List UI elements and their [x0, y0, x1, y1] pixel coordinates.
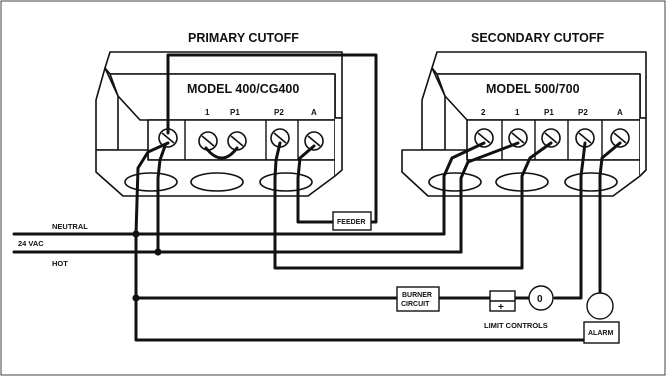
- limit-zero-symbol: 0: [537, 294, 543, 305]
- primary-model: MODEL 400/CG400: [187, 82, 299, 96]
- burner-circuit-box: [396, 286, 440, 312]
- primary-terminal-label: P2: [274, 108, 284, 117]
- primary-terminal-dividers: [184, 120, 299, 160]
- junction-dots: [132, 230, 162, 302]
- limit-controls-label: LIMIT CONTROLS: [484, 321, 548, 330]
- alarm-bell-icon: [586, 292, 614, 320]
- secondary-screws: [474, 128, 630, 148]
- primary-knockouts: [124, 172, 313, 192]
- neutral-label: NEUTRAL: [52, 222, 88, 231]
- wires: [12, 53, 622, 342]
- secondary-terminal-label: P2: [578, 108, 588, 117]
- limit-plus-symbol: +: [498, 302, 504, 313]
- secondary-terminal-label: P1: [544, 108, 554, 117]
- voltage-label: 24 VAC: [18, 239, 44, 248]
- secondary-heading: SECONDARY CUTOFF: [471, 31, 604, 45]
- limit-control-zero: [528, 285, 554, 311]
- alarm-label: ALARM: [588, 330, 613, 337]
- primary-terminal-label: A: [311, 108, 317, 117]
- secondary-terminal-label: 2: [481, 108, 486, 117]
- feeder-box: [332, 211, 372, 231]
- alarm-box: [583, 321, 620, 344]
- primary-terminal-label: P1: [230, 108, 240, 117]
- burner-label-line2: CIRCUIT: [401, 301, 430, 308]
- hot-label: HOT: [52, 259, 68, 268]
- primary-terminal-label: 1: [205, 108, 210, 117]
- secondary-model: MODEL 500/700: [486, 82, 580, 96]
- primary-heading: PRIMARY CUTOFF: [188, 31, 299, 45]
- secondary-terminal-label: A: [617, 108, 623, 117]
- burner-label-line1: BURNER: [402, 292, 432, 299]
- feeder-label: FEEDER: [337, 219, 365, 226]
- secondary-terminal-label: 1: [515, 108, 520, 117]
